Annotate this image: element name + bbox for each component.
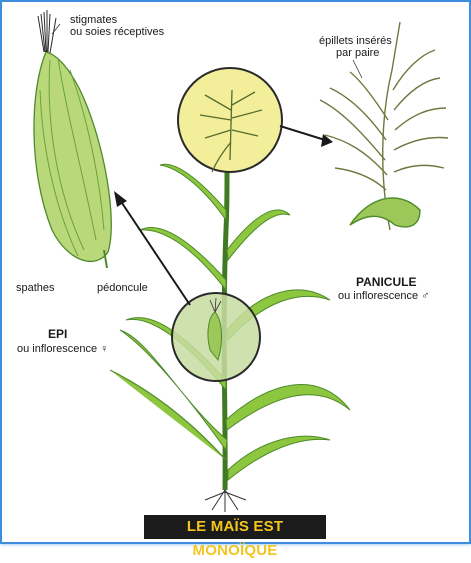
label-spathes: spathes	[16, 282, 55, 294]
label-soies: ou soies réceptives	[70, 26, 164, 38]
label-stigmates: stigmates	[70, 14, 117, 26]
roots	[205, 490, 246, 512]
label-epi: EPI	[48, 328, 67, 340]
ear-detail	[34, 10, 111, 268]
title-banner: LE MAÏS EST MONOÏQUE	[144, 515, 326, 539]
label-panicule-sub: ou inflorescence ♂	[338, 290, 429, 302]
silks	[38, 10, 56, 53]
label-epi-sub: ou inflorescence ♀	[17, 343, 108, 355]
label-pedoncule: pédoncule	[97, 282, 148, 294]
arrow-tassel	[280, 126, 333, 147]
label-par-paire: par paire	[336, 47, 379, 59]
label-epillets: épillets insérés	[319, 35, 392, 47]
label-panicule: PANICULE	[356, 276, 416, 288]
maize-illustration	[0, 0, 471, 544]
